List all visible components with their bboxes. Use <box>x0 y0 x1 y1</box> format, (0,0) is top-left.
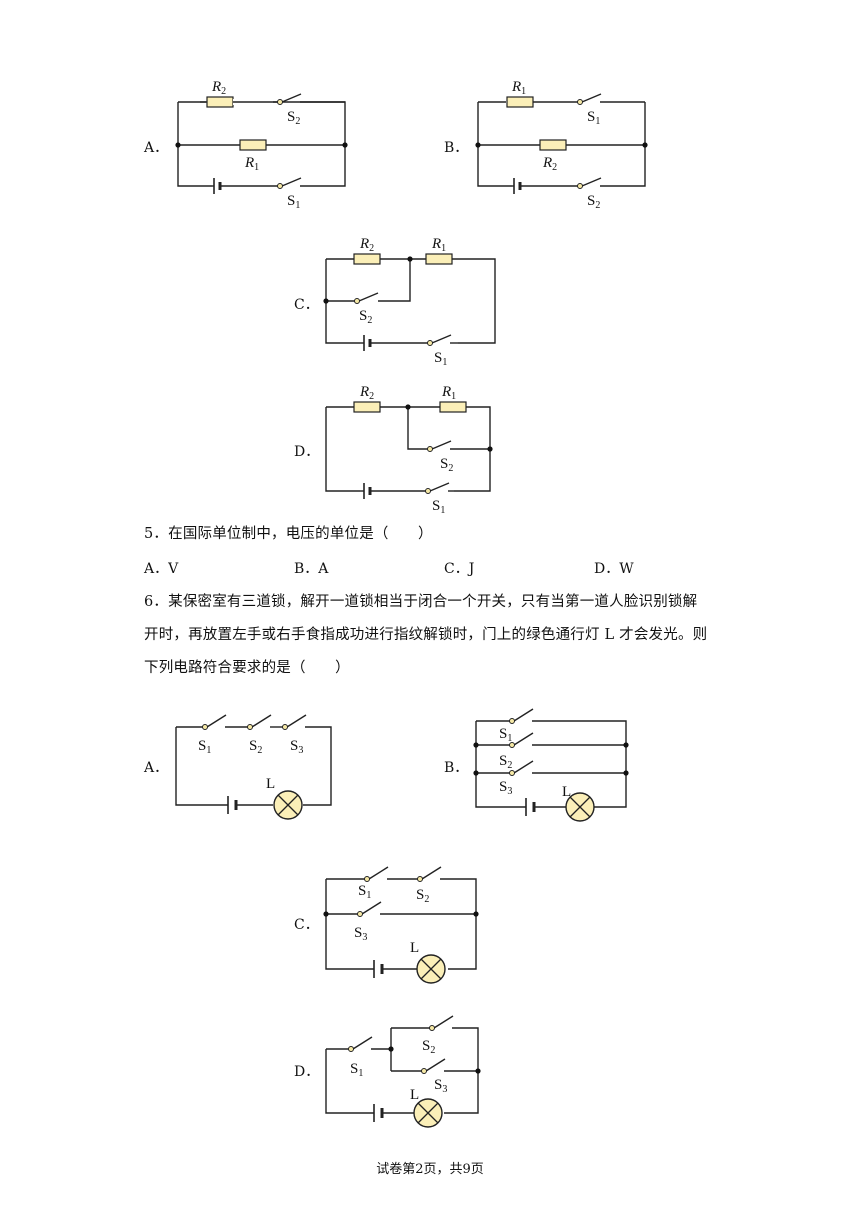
svg-text:S3: S3 <box>290 738 303 756</box>
svg-text:S1: S1 <box>434 350 447 368</box>
svg-text:S2: S2 <box>587 193 600 211</box>
q5-answer-c[interactable]: C．J <box>444 561 475 577</box>
svg-text:L: L <box>410 940 419 956</box>
svg-text:S2: S2 <box>499 753 512 771</box>
q4-option-d-letter: D． <box>294 444 320 460</box>
q4-circuit-b: R1 R2 S1 S2 <box>475 79 648 211</box>
q6-line-3: 下列电路符合要求的是（ ） <box>144 660 350 676</box>
q5-answer-a[interactable]: A．V <box>144 561 179 577</box>
svg-text:S1: S1 <box>432 498 445 516</box>
svg-text:S1: S1 <box>198 738 211 756</box>
svg-text:S1: S1 <box>350 1061 363 1079</box>
q5-question-text: 5．在国际单位制中，电压的单位是（ ） <box>144 526 433 542</box>
svg-text:R2: R2 <box>359 384 374 402</box>
q4-circuit-a: R2 R1 S2 S1 <box>175 79 348 211</box>
svg-text:R2: R2 <box>359 236 374 254</box>
resistor-r1 <box>425 253 453 265</box>
resistor-r2 <box>353 253 381 265</box>
switch-contact <box>277 99 283 105</box>
q4-option-a-letter: A． <box>144 140 169 156</box>
q4-circuit-c: R2 R1 S2 S1 <box>323 236 496 368</box>
svg-text:R1: R1 <box>511 79 526 97</box>
q6-circuit-a: S1 S2 S3 L <box>175 714 332 820</box>
svg-text:S2: S2 <box>359 308 372 326</box>
resistor-r1 <box>239 139 267 151</box>
resistor-r2 <box>539 139 567 151</box>
q6-line-1: 6．某保密室有三道锁，解开一道锁相当于闭合一个开关，只有当第一道人脸识别锁解 <box>144 594 698 610</box>
svg-text:R1: R1 <box>441 384 456 402</box>
resistor-r1 <box>439 401 467 413</box>
q6-line-2: 开时，再放置左手或右手食指成功进行指纹解锁时，门上的绿色通行灯 L 才会发光。则 <box>144 627 708 643</box>
svg-text:S1: S1 <box>287 193 300 211</box>
resistor-r2 <box>353 401 381 413</box>
svg-text:S3: S3 <box>434 1077 447 1095</box>
svg-text:R1: R1 <box>244 155 259 173</box>
page-footer: 试卷第2页，共9页 <box>376 1162 484 1177</box>
q6-option-c-letter: C． <box>294 917 319 933</box>
svg-text:S2: S2 <box>440 456 453 474</box>
svg-text:S2: S2 <box>416 887 429 905</box>
svg-text:L: L <box>266 776 275 792</box>
q6-circuit-b: S1 S2 S3 L <box>473 708 629 822</box>
svg-text:S1: S1 <box>358 883 371 901</box>
svg-text:S2: S2 <box>249 738 262 756</box>
svg-text:S3: S3 <box>354 925 367 943</box>
q5-answer-b[interactable]: B．A <box>294 561 329 577</box>
q6-circuit-d: S1 S2 S3 L <box>325 1015 481 1128</box>
svg-text:R2: R2 <box>211 79 226 97</box>
svg-text:R1: R1 <box>431 236 446 254</box>
q4-option-b-letter: B． <box>444 140 469 156</box>
svg-text:S1: S1 <box>499 726 512 744</box>
resistor-r2 <box>206 96 234 108</box>
svg-text:L: L <box>562 784 571 800</box>
svg-text:S2: S2 <box>422 1038 435 1056</box>
q6-option-b-letter: B． <box>444 760 469 776</box>
q4-option-c-letter: C． <box>294 297 319 313</box>
resistor-r1 <box>506 96 534 108</box>
q6-circuit-c: S1 S2 S3 L <box>323 866 479 984</box>
svg-text:L: L <box>410 1087 419 1103</box>
svg-text:S1: S1 <box>587 109 600 127</box>
svg-text:R2: R2 <box>542 155 557 173</box>
svg-text:S3: S3 <box>499 779 512 797</box>
q6-question-text: 6．某保密室有三道锁，解开一道锁相当于闭合一个开关，只有当第一道人脸识别锁解 开… <box>144 586 744 685</box>
q4-circuit-d: R2 R1 S2 S1 <box>325 384 493 516</box>
svg-text:S2: S2 <box>287 109 300 127</box>
q5-answer-d[interactable]: D．W <box>594 561 634 577</box>
q6-option-a-letter: A． <box>144 760 169 776</box>
q6-option-d-letter: D． <box>294 1064 320 1080</box>
